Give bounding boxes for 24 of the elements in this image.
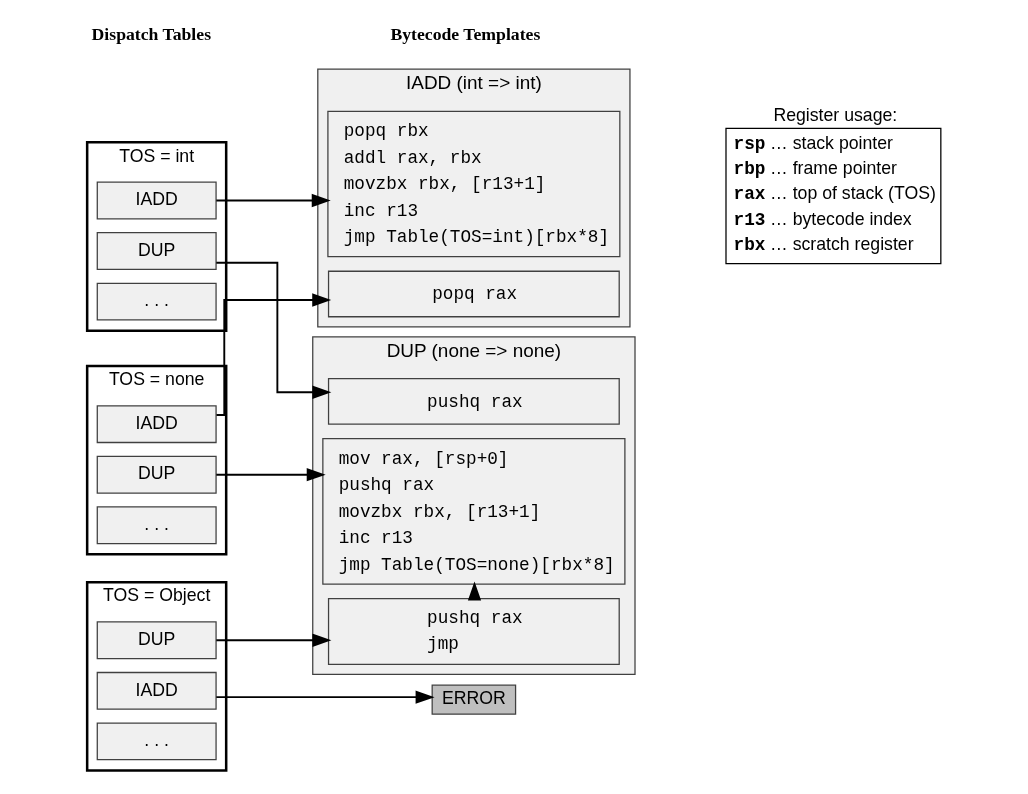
arrow: [215, 468, 326, 482]
node-box: DUP: [96, 232, 217, 270]
node-box: pushq rax: [327, 378, 620, 425]
node-box: ERROR: [431, 684, 517, 715]
node-box: . . .: [96, 282, 217, 321]
node-label: Register usage:: [773, 105, 898, 126]
arrow: [215, 261, 332, 399]
node-box: DUP: [96, 621, 217, 660]
arrow: [215, 690, 435, 704]
node-box: IADD: [96, 671, 217, 710]
node-box: rsp … stack pointer rbp … frame pointer rax … top of stack (TOS) r13 … bytecode index rbx … scratch register: [725, 127, 942, 265]
arrow: [215, 193, 331, 208]
node-box: IADD: [96, 405, 217, 444]
node-box: . . .: [96, 506, 217, 545]
node-box: . . .: [96, 722, 217, 761]
label: Dispatch Tables: [91, 23, 212, 44]
node-box: DUP: [96, 455, 217, 494]
arrow: [215, 633, 332, 647]
node-box: popq rbx addl rax, rbx movzbx rbx, [r13+1] inc r13 jmp Table(TOS=int)[rbx*8]: [327, 110, 621, 258]
node-box: popq rax: [327, 270, 620, 318]
node-box: mov rax, [rsp+0] pushq rax movzbx rbx, [r13+1] inc r13 jmp Table(TOS=none)[rbx*8]: [322, 438, 626, 585]
node-box: IADD: [96, 181, 217, 220]
arrow: [215, 293, 332, 416]
label: Bytecode Templates: [390, 23, 541, 44]
